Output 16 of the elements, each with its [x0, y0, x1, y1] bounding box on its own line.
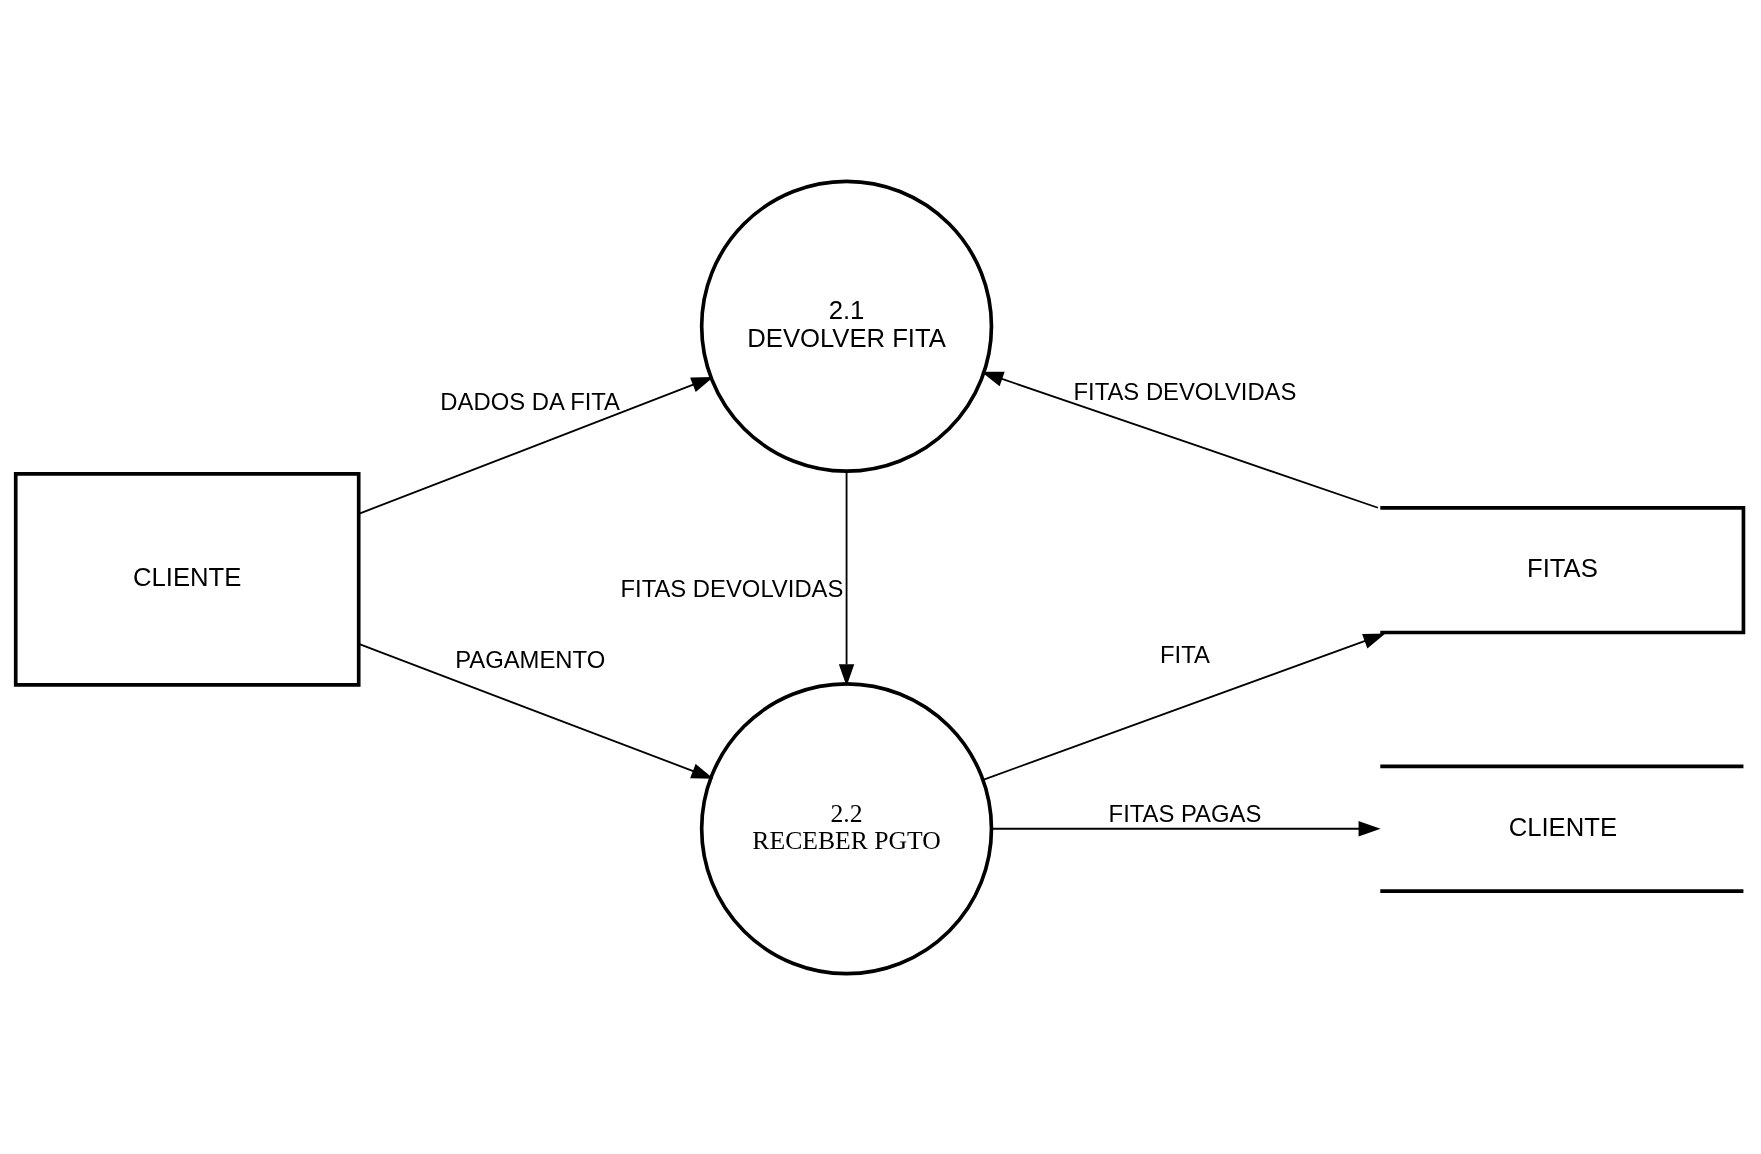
arrow: [357, 642, 714, 779]
node-circle: 2.2 RECEBER PGTO: [699, 681, 994, 975]
edge-label: FITA: [1160, 640, 1210, 668]
edge-label: FITAS DEVOLVIDAS: [1073, 377, 1297, 405]
edge-label: FITAS DEVOLVIDAS: [620, 574, 844, 602]
arrow: [982, 633, 1386, 781]
arrow: [981, 371, 1379, 509]
edge-label: PAGAMENTO: [455, 645, 606, 673]
node-box: CLIENTE: [13, 471, 361, 687]
edge-label: FITAS PAGAS: [1108, 799, 1262, 827]
edge-label: DADOS DA FITA: [440, 387, 620, 414]
node-circle: 2.1 DEVOLVER FITA: [699, 179, 994, 473]
arrow: [357, 376, 714, 515]
arrow: [990, 820, 1381, 836]
node-text: CLIENTE: [1508, 812, 1618, 841]
node-text: FITAS: [1527, 553, 1598, 582]
